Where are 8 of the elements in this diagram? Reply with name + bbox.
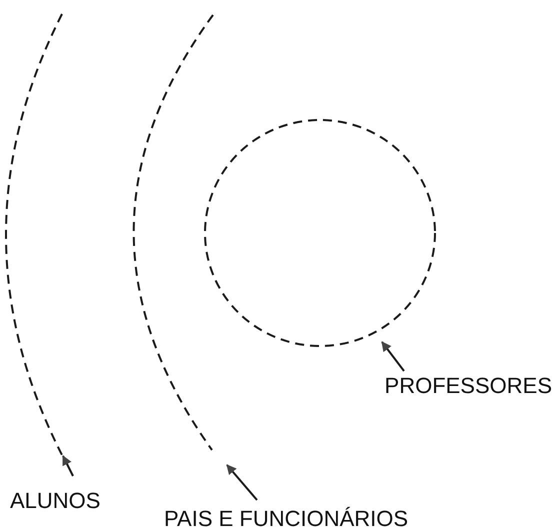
- group-label: ALUNOS: [10, 490, 100, 512]
- leader-arrow: [381, 341, 405, 372]
- dashed-circle: [205, 120, 435, 346]
- dashed-arc: [133, 15, 213, 451]
- leader-arrow: [62, 455, 74, 476]
- leader-arrow: [226, 464, 258, 501]
- group-label: PAIS E FUNCIONÁRIOS: [164, 508, 408, 527]
- group-label: PROFESSORES: [384, 375, 552, 397]
